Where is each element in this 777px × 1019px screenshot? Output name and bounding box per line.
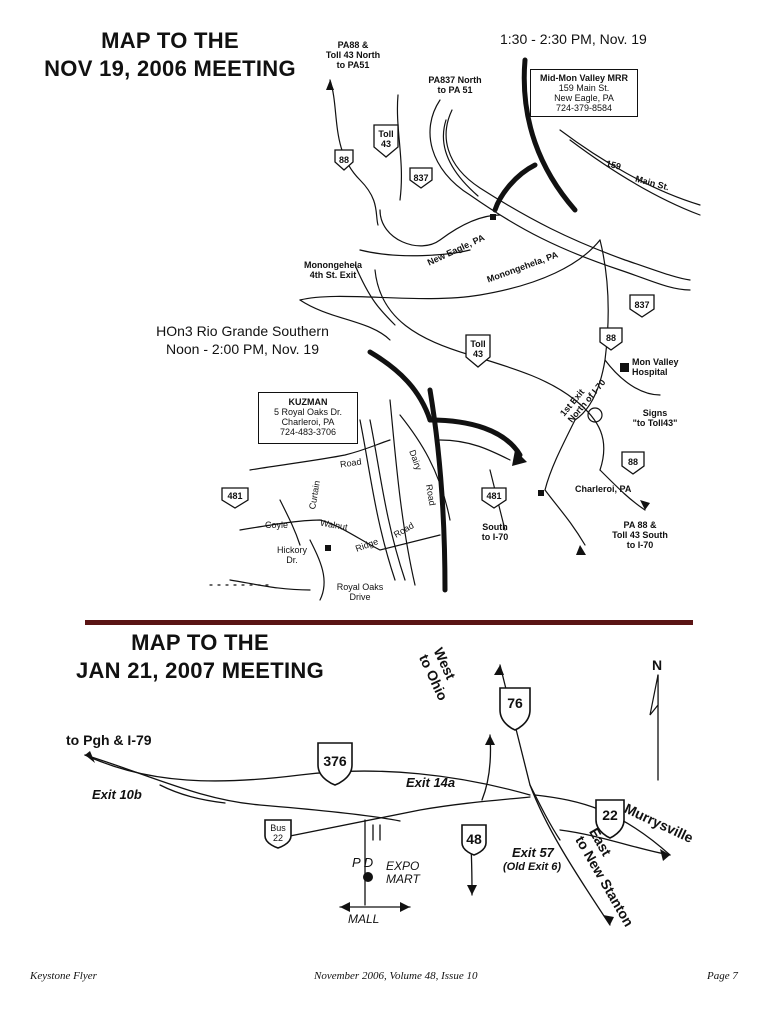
shield-bus22	[264, 819, 292, 849]
shield-481-b-label: 481	[486, 491, 502, 501]
label-to-pgh: to Pgh & I-79	[66, 732, 152, 748]
mid-mon-phone: 724-379-8584	[555, 103, 613, 113]
expo-mart-marker	[363, 872, 373, 882]
shield-88-c	[621, 451, 645, 475]
label-exit-14a: Exit 14a	[406, 775, 456, 790]
label-expo-mart: EXPO MART	[386, 859, 420, 886]
label-pd: P D	[352, 855, 374, 870]
shield-76-label: 76	[507, 695, 523, 711]
hon3-note: HOn3 Rio Grande Southern Noon - 2:00 PM,…	[140, 322, 345, 358]
shield-22-label: 22	[602, 807, 618, 823]
map1-title-line1: MAP TO THE	[101, 28, 239, 53]
footer-right: Page 7	[707, 970, 738, 982]
shield-837-a	[409, 167, 433, 189]
section-divider	[85, 620, 693, 625]
shield-bus22-label: Bus 22	[270, 823, 286, 843]
shield-376-label: 376	[323, 753, 347, 769]
map2-title-line2: JAN 21, 2007 MEETING	[75, 658, 325, 683]
label-south-i70: South to I-70	[481, 522, 509, 542]
footer-center: November 2006, Volume 48, Issue 10	[314, 970, 478, 982]
shield-481-a	[221, 487, 249, 509]
mid-mon-city: New Eagle, PA	[554, 93, 614, 103]
mid-mon-valley-box: Mid-Mon Valley MRR 159 Main St. New Eagl…	[530, 69, 638, 117]
label-north: N	[652, 657, 663, 673]
mid-mon-name: Mid-Mon Valley MRR	[539, 73, 628, 83]
shield-837-b	[629, 294, 655, 318]
hon3-line1: HOn3 Rio Grande Southern	[156, 323, 329, 339]
shield-toll43-b-label: Toll 43	[470, 339, 486, 359]
shield-837-b-label: 837	[634, 300, 650, 310]
map2-title: MAP TO THE JAN 21, 2007 MEETING	[50, 629, 350, 685]
kuzman-city: Charleroi, PA	[281, 417, 335, 427]
shield-376	[317, 742, 353, 786]
shield-88-c-label: 88	[627, 457, 638, 467]
label-mon-valley-hospital: Mon Valley Hospital	[632, 357, 679, 377]
shield-toll43-a	[373, 124, 399, 158]
shield-837-a-label: 837	[413, 173, 429, 183]
hon3-line2: Noon - 2:00 PM, Nov. 19	[165, 341, 320, 357]
shield-toll43-a-label: Toll 43	[378, 129, 394, 149]
label-pa837-north: PA837 North to PA 51	[428, 75, 482, 95]
map1-title-line2: NOV 19, 2006 MEETING	[44, 56, 296, 81]
label-old-exit: (Old Exit 6)	[503, 861, 562, 873]
kuzman-name: KUZMAN	[288, 397, 328, 407]
shield-481-a-label: 481	[227, 491, 243, 501]
map-jan-2007: MAP TO THE JAN 21, 2007 MEETING	[0, 625, 777, 965]
label-exit-57: Exit 57	[512, 845, 554, 860]
label-charleroi: Charleroi, PA	[575, 484, 632, 494]
label-mall: MALL	[348, 912, 380, 926]
shield-22	[595, 799, 625, 839]
label-pa88-south: PA 88 & Toll 43 South to I-70	[612, 520, 668, 550]
footer-left: Keystone Flyer	[30, 970, 97, 982]
shield-76	[499, 687, 531, 731]
label-coyle: Coyle	[265, 520, 289, 530]
label-exit-10b: Exit 10b	[92, 787, 142, 802]
map1-shields	[221, 124, 655, 509]
shield-88-a	[334, 149, 354, 171]
shield-88-b	[599, 327, 623, 351]
label-hickory: Hickory Dr.	[276, 545, 307, 565]
meeting-time-top: 1:30 - 2:30 PM, Nov. 19	[500, 31, 647, 47]
map1-title: MAP TO THE NOV 19, 2006 MEETING	[20, 27, 320, 83]
map2-roads	[84, 664, 671, 926]
shield-88-a-label: 88	[338, 155, 349, 165]
kuzman-phone: 724-483-3706	[279, 427, 337, 437]
shield-481-b	[481, 487, 507, 509]
shield-48-label: 48	[466, 831, 482, 847]
shield-48	[461, 824, 487, 856]
map2-title-line1: MAP TO THE	[131, 630, 269, 655]
mid-mon-street: 159 Main St.	[558, 83, 610, 93]
map1-roads	[209, 57, 701, 601]
kuzman-street: 5 Royal Oaks Dr.	[273, 407, 343, 417]
shield-toll43-b	[465, 334, 491, 368]
label-signs: Signs "to Toll43"	[632, 408, 678, 428]
shield-88-b-label: 88	[605, 333, 616, 343]
label-mon-4th-exit: Monongehela 4th St. Exit	[304, 260, 362, 280]
label-pa88-north: PA88 & Toll 43 North to PA51	[325, 40, 381, 70]
kuzman-box: KUZMAN 5 Royal Oaks Dr. Charleroi, PA 72…	[258, 392, 358, 444]
label-royal-oaks: Royal Oaks Drive	[336, 582, 384, 602]
map-nov-2006: MAP TO THE NOV 19, 2006 MEETING 1:30 - 2…	[20, 27, 701, 602]
